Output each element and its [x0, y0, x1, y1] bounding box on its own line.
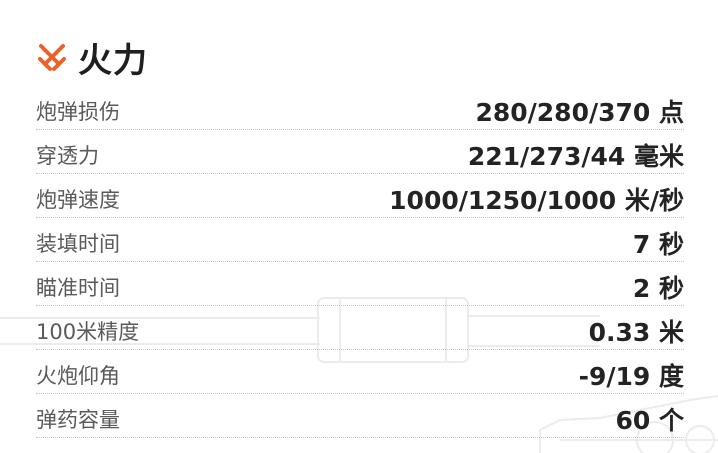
- stat-label: 火炮仰角: [36, 363, 120, 388]
- stat-row-reload-time: 装填时间 7 秒: [36, 218, 684, 262]
- stats-list: 炮弹损伤 280/280/370 点 穿透力 221/273/44 毫米 炮弹速…: [36, 86, 684, 438]
- stat-row-accuracy: 100米精度 0.33 米: [36, 306, 684, 350]
- stat-value: -9/19 度: [578, 361, 684, 391]
- stat-row-shell-velocity: 炮弹速度 1000/1250/1000 米/秒: [36, 174, 684, 218]
- stat-label: 弹药容量: [36, 407, 120, 432]
- stat-value: 0.33 米: [588, 317, 684, 347]
- stat-value: 221/273/44 毫米: [467, 141, 684, 171]
- stat-value: 280/280/370 点: [475, 97, 684, 127]
- stat-row-aim-time: 瞄准时间 2 秒: [36, 262, 684, 306]
- stat-label: 炮弹速度: [36, 187, 120, 212]
- stat-row-ammo-capacity: 弹药容量 60 个: [36, 394, 684, 438]
- stat-label: 穿透力: [36, 143, 99, 168]
- stat-value: 7 秒: [632, 229, 684, 259]
- stat-label: 炮弹损伤: [36, 99, 120, 124]
- stat-label: 瞄准时间: [36, 275, 120, 300]
- stat-label: 装填时间: [36, 231, 120, 256]
- section-header: 火力: [36, 34, 148, 81]
- stat-row-damage: 炮弹损伤 280/280/370 点: [36, 86, 684, 130]
- stat-value: 2 秒: [632, 273, 684, 303]
- stat-value: 1000/1250/1000 米/秒: [389, 185, 684, 215]
- section-title: 火力: [78, 40, 148, 81]
- stat-label: 100米精度: [36, 319, 140, 344]
- stat-row-gun-elevation: 火炮仰角 -9/19 度: [36, 350, 684, 394]
- crossed-swords-icon: [36, 41, 68, 73]
- stat-value: 60 个: [615, 405, 685, 435]
- stat-row-penetration: 穿透力 221/273/44 毫米: [36, 130, 684, 174]
